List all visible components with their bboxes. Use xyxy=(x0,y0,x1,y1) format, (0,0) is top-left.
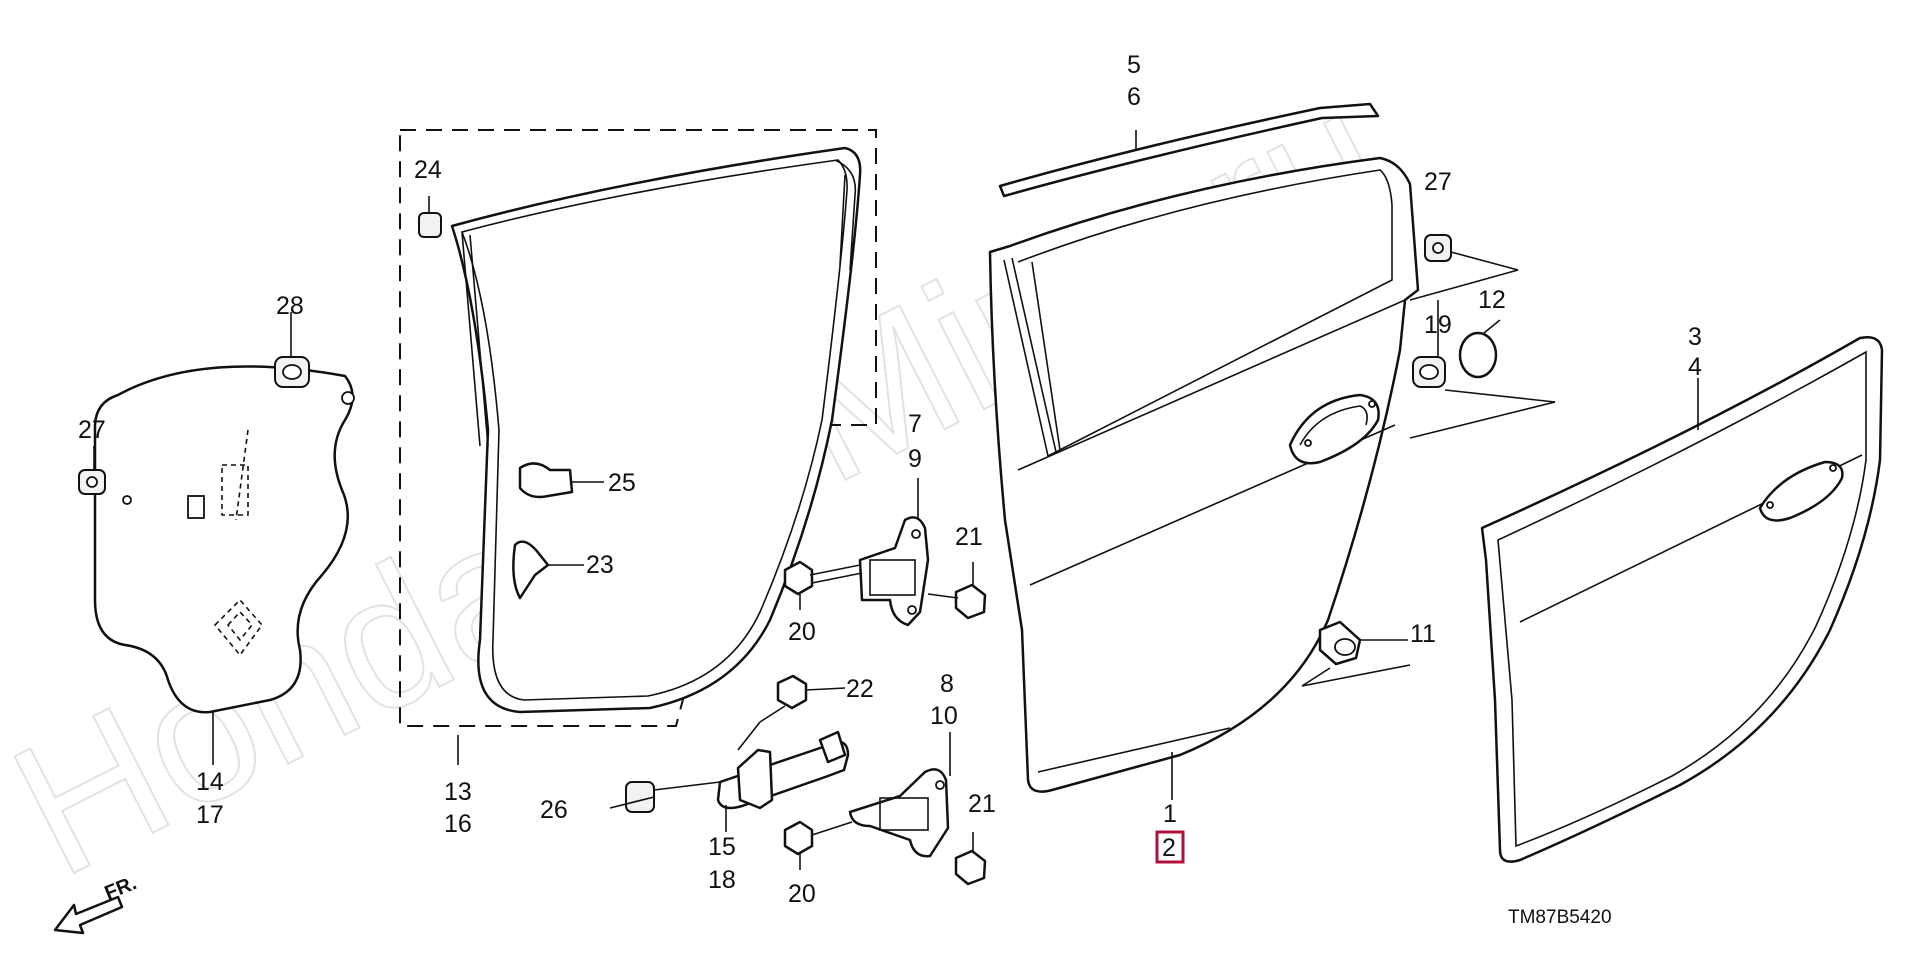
door-skin-3-4[interactable] xyxy=(1480,336,1884,863)
callout-18[interactable]: 18 xyxy=(708,866,736,894)
clip-24[interactable] xyxy=(418,212,442,238)
callout-15[interactable]: 15 xyxy=(708,833,736,861)
sheet-hole xyxy=(122,495,132,505)
sheet-hole xyxy=(341,391,355,405)
callout-13[interactable]: 13 xyxy=(444,778,472,806)
door-sheet-14-17[interactable] xyxy=(93,365,355,714)
callout-4[interactable]: 4 xyxy=(1688,353,1702,381)
callout-22[interactable]: 22 xyxy=(846,675,874,703)
callout-23[interactable]: 23 xyxy=(586,551,614,579)
rear-door-panel-1-2[interactable] xyxy=(988,156,1420,793)
bolt-21-lower[interactable] xyxy=(954,849,987,886)
clip-23[interactable] xyxy=(512,540,550,600)
bolt-26[interactable] xyxy=(625,781,721,813)
seal-12[interactable] xyxy=(1458,331,1498,379)
callout-10[interactable]: 10 xyxy=(930,702,958,730)
upper-hinge-7-9[interactable] xyxy=(858,516,930,627)
callout-1[interactable]: 1 xyxy=(1163,800,1177,828)
callout-20-upper[interactable]: 20 xyxy=(788,618,816,646)
clip-28[interactable] xyxy=(274,356,310,388)
sheet-slot xyxy=(187,495,205,519)
diagram-code: TM87B5420 xyxy=(1508,907,1612,928)
callout-20-lower[interactable]: 20 xyxy=(788,880,816,908)
callout-17[interactable]: 17 xyxy=(196,801,224,829)
door-checker-15-18[interactable] xyxy=(716,730,850,810)
callout-2[interactable]: 2 xyxy=(1162,834,1176,862)
weatherstrip-13-16[interactable] xyxy=(399,129,877,727)
callout-26[interactable]: 26 xyxy=(540,796,568,824)
callout-11[interactable]: 11 xyxy=(1410,620,1436,648)
bumper-19[interactable] xyxy=(1412,356,1446,388)
grommet-27-left[interactable] xyxy=(78,469,106,495)
bolt-20-lower[interactable] xyxy=(783,820,853,856)
callout-21-lower[interactable]: 21 xyxy=(968,790,996,818)
leader-lines xyxy=(93,130,1699,870)
door-molding-5-6[interactable] xyxy=(998,102,1380,198)
callout-25[interactable]: 25 xyxy=(608,469,636,497)
callout-28[interactable]: 28 xyxy=(276,292,304,320)
callout-6[interactable]: 6 xyxy=(1127,83,1141,111)
bolt-21-upper[interactable] xyxy=(927,583,987,620)
callouts: 1 2 3 4 5 6 7 9 8 10 11 12 13 16 14 17 1… xyxy=(78,51,1702,908)
bolt-20-upper[interactable] xyxy=(783,560,863,596)
callout-5[interactable]: 5 xyxy=(1127,51,1141,79)
callout-14[interactable]: 14 xyxy=(196,768,224,796)
bolt-22[interactable] xyxy=(759,674,808,723)
callout-19[interactable]: 19 xyxy=(1424,311,1452,339)
callout-9[interactable]: 9 xyxy=(908,445,922,473)
callout-27-left[interactable]: 27 xyxy=(78,416,106,444)
callout-8[interactable]: 8 xyxy=(940,670,954,698)
callout-27-right[interactable]: 27 xyxy=(1424,168,1452,196)
highlight-box xyxy=(1155,830,1185,864)
callout-3[interactable]: 3 xyxy=(1688,323,1702,351)
callout-24[interactable]: 24 xyxy=(414,156,442,184)
grommet-27-right[interactable] xyxy=(1424,234,1452,262)
callout-12[interactable]: 12 xyxy=(1478,286,1506,314)
callout-21-upper[interactable]: 21 xyxy=(955,523,983,551)
lower-hinge-8-10[interactable] xyxy=(848,768,950,858)
bumper-11[interactable] xyxy=(1318,620,1362,666)
callout-7[interactable]: 7 xyxy=(908,410,922,438)
callout-16[interactable]: 16 xyxy=(444,810,472,838)
clip-25[interactable] xyxy=(518,462,574,499)
